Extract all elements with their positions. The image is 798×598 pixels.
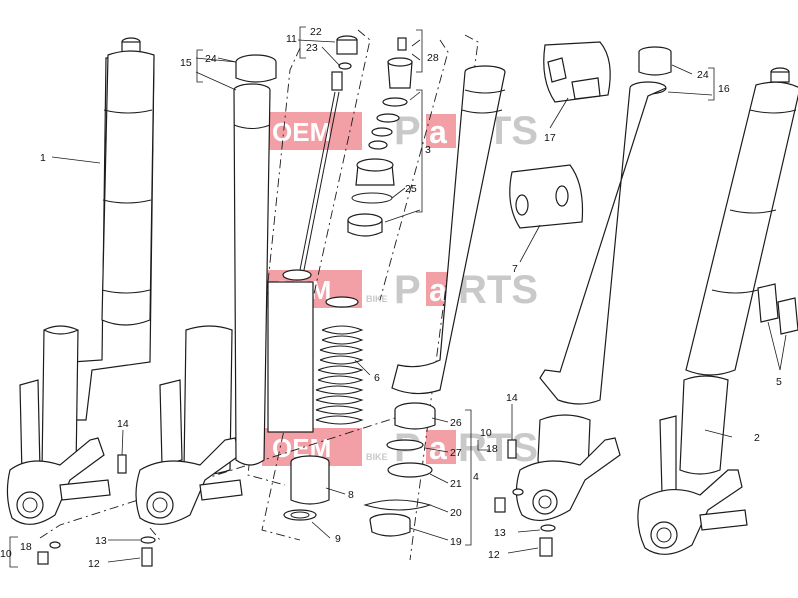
inner-tube-left [233,54,277,466]
callout-22: 22 [310,26,322,38]
fork-leg-left [6,37,155,525]
callout-20: 20 [450,507,462,519]
callout-10b: 10 [480,427,492,439]
callout-15: 15 [180,57,192,69]
callout-6: 6 [374,372,380,384]
watermark-a: a [429,430,447,466]
callout-27: 27 [450,447,462,459]
callout-12b: 12 [488,549,500,561]
callout-17: 17 [544,132,556,144]
callout-1: 1 [40,152,46,164]
damper-rod [267,71,343,433]
callout-labels: 1 2 3 4 5 6 7 8 9 10 10 11 12 12 13 13 1… [0,26,782,570]
callout-5: 5 [776,376,782,388]
watermark-bottom: OEM BIKE P a RTS [262,426,538,470]
fork-leg-left-exploded [135,325,243,525]
watermark-oem: OEM [272,117,331,147]
fork-spring [315,296,364,425]
callout-24a: 24 [205,53,217,65]
callout-28: 28 [427,52,439,64]
top-cap-assembly [336,35,413,237]
callout-14a: 14 [117,418,129,430]
watermark-rts: RTS [458,426,538,470]
watermark-bike: BIKE [366,294,388,304]
callout-13a: 13 [95,535,107,547]
callout-26: 26 [450,417,462,429]
callout-25: 25 [405,183,417,195]
callout-7: 7 [512,263,518,275]
callout-24b: 24 [697,69,709,81]
lower-parts-center [283,455,330,521]
callout-2: 2 [754,432,760,444]
callout-4: 4 [473,471,479,483]
callout-23: 23 [306,42,318,54]
fork-leg-right [637,67,798,555]
leader-lines [9,26,787,568]
callout-12a: 12 [88,558,100,570]
callout-16: 16 [718,83,730,95]
watermark-bike: BIKE [366,452,388,462]
callout-14b: 14 [506,392,518,404]
outer-tube-center [363,65,506,537]
callout-11: 11 [286,33,297,45]
callout-3: 3 [425,144,431,156]
watermark-a: a [429,114,447,150]
fork-guards [509,41,611,229]
watermark-a: a [429,272,447,308]
watermark-p: P [394,268,421,312]
callout-8: 8 [348,489,354,501]
callout-18b: 18 [486,443,498,455]
callout-19: 19 [450,536,462,548]
fork-leg-right-exploded [515,46,672,521]
callout-18a: 18 [20,541,32,553]
callout-9: 9 [335,533,341,545]
callout-21: 21 [450,478,462,490]
callout-10a: 10 [0,548,12,560]
watermark-rts: RTS [458,268,538,312]
reflectors [757,283,798,335]
callout-13b: 13 [494,527,506,539]
